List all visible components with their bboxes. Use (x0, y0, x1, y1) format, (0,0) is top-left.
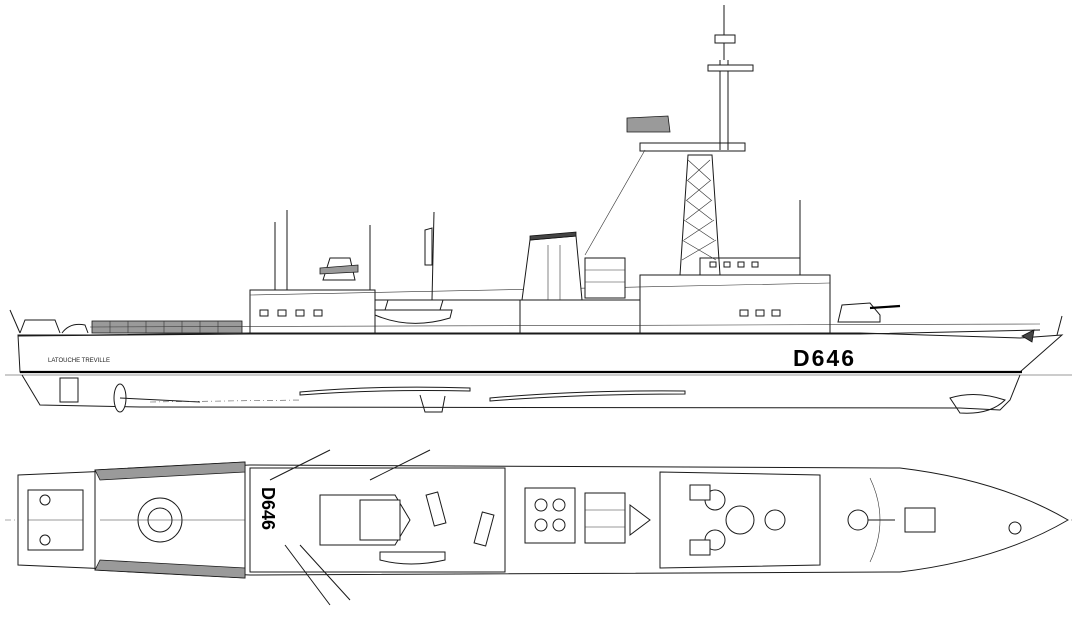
forward-superstructure (639, 274, 831, 334)
stern-equipment (9, 309, 89, 334)
davit-arm-3 (284, 544, 331, 606)
jackstaff (1056, 315, 1063, 336)
funnel-detail (547, 245, 626, 300)
davit-arm-1 (269, 449, 331, 481)
deck-pennant-number: D646 (258, 487, 278, 530)
funnel-cap (529, 231, 577, 241)
raft-container-2 (473, 511, 495, 547)
underwater-hull (21, 374, 1021, 411)
plan-view: D646 (5, 449, 1072, 606)
sonar-dome (949, 394, 1006, 414)
bilge-keel (299, 386, 471, 396)
plan-radome (359, 499, 401, 541)
hull-side (17, 332, 1064, 373)
plan-forward-superstructure (659, 471, 821, 569)
ships-boat (374, 309, 453, 324)
davit-arm-2 (369, 449, 431, 481)
side-elevation: LATOUCHE TREVILLE D646 (5, 5, 1072, 414)
flight-deck-netting-port (94, 461, 246, 481)
hull-pennant-number: D646 (793, 345, 856, 371)
hangar-block (249, 289, 376, 334)
davit-arm-4 (299, 544, 351, 601)
aft-masts (274, 200, 801, 301)
windows (259, 261, 781, 317)
plan-boat (379, 551, 446, 565)
deck-edge (17, 329, 1041, 337)
stern-detail (27, 489, 84, 551)
main-gun (837, 302, 901, 323)
lattice-mast (584, 5, 754, 276)
boat-davit (384, 299, 444, 311)
ship-name-label: LATOUCHE TREVILLE (48, 358, 110, 364)
propeller (59, 377, 201, 413)
flight-deck-netting-stbd (94, 559, 246, 579)
skeg (419, 394, 446, 413)
bilge-keel-fwd (489, 390, 686, 402)
plan-mast-platform (689, 484, 786, 556)
funnel (521, 235, 583, 301)
aft-radar (319, 264, 359, 275)
anchor (1021, 329, 1035, 343)
plan-funnel (524, 487, 576, 544)
railing-deck (89, 323, 1041, 328)
midships-deckhouse (519, 299, 641, 334)
plan-forecastle (847, 477, 1022, 563)
plan-midships (584, 492, 651, 544)
raft-container-1 (425, 491, 447, 527)
